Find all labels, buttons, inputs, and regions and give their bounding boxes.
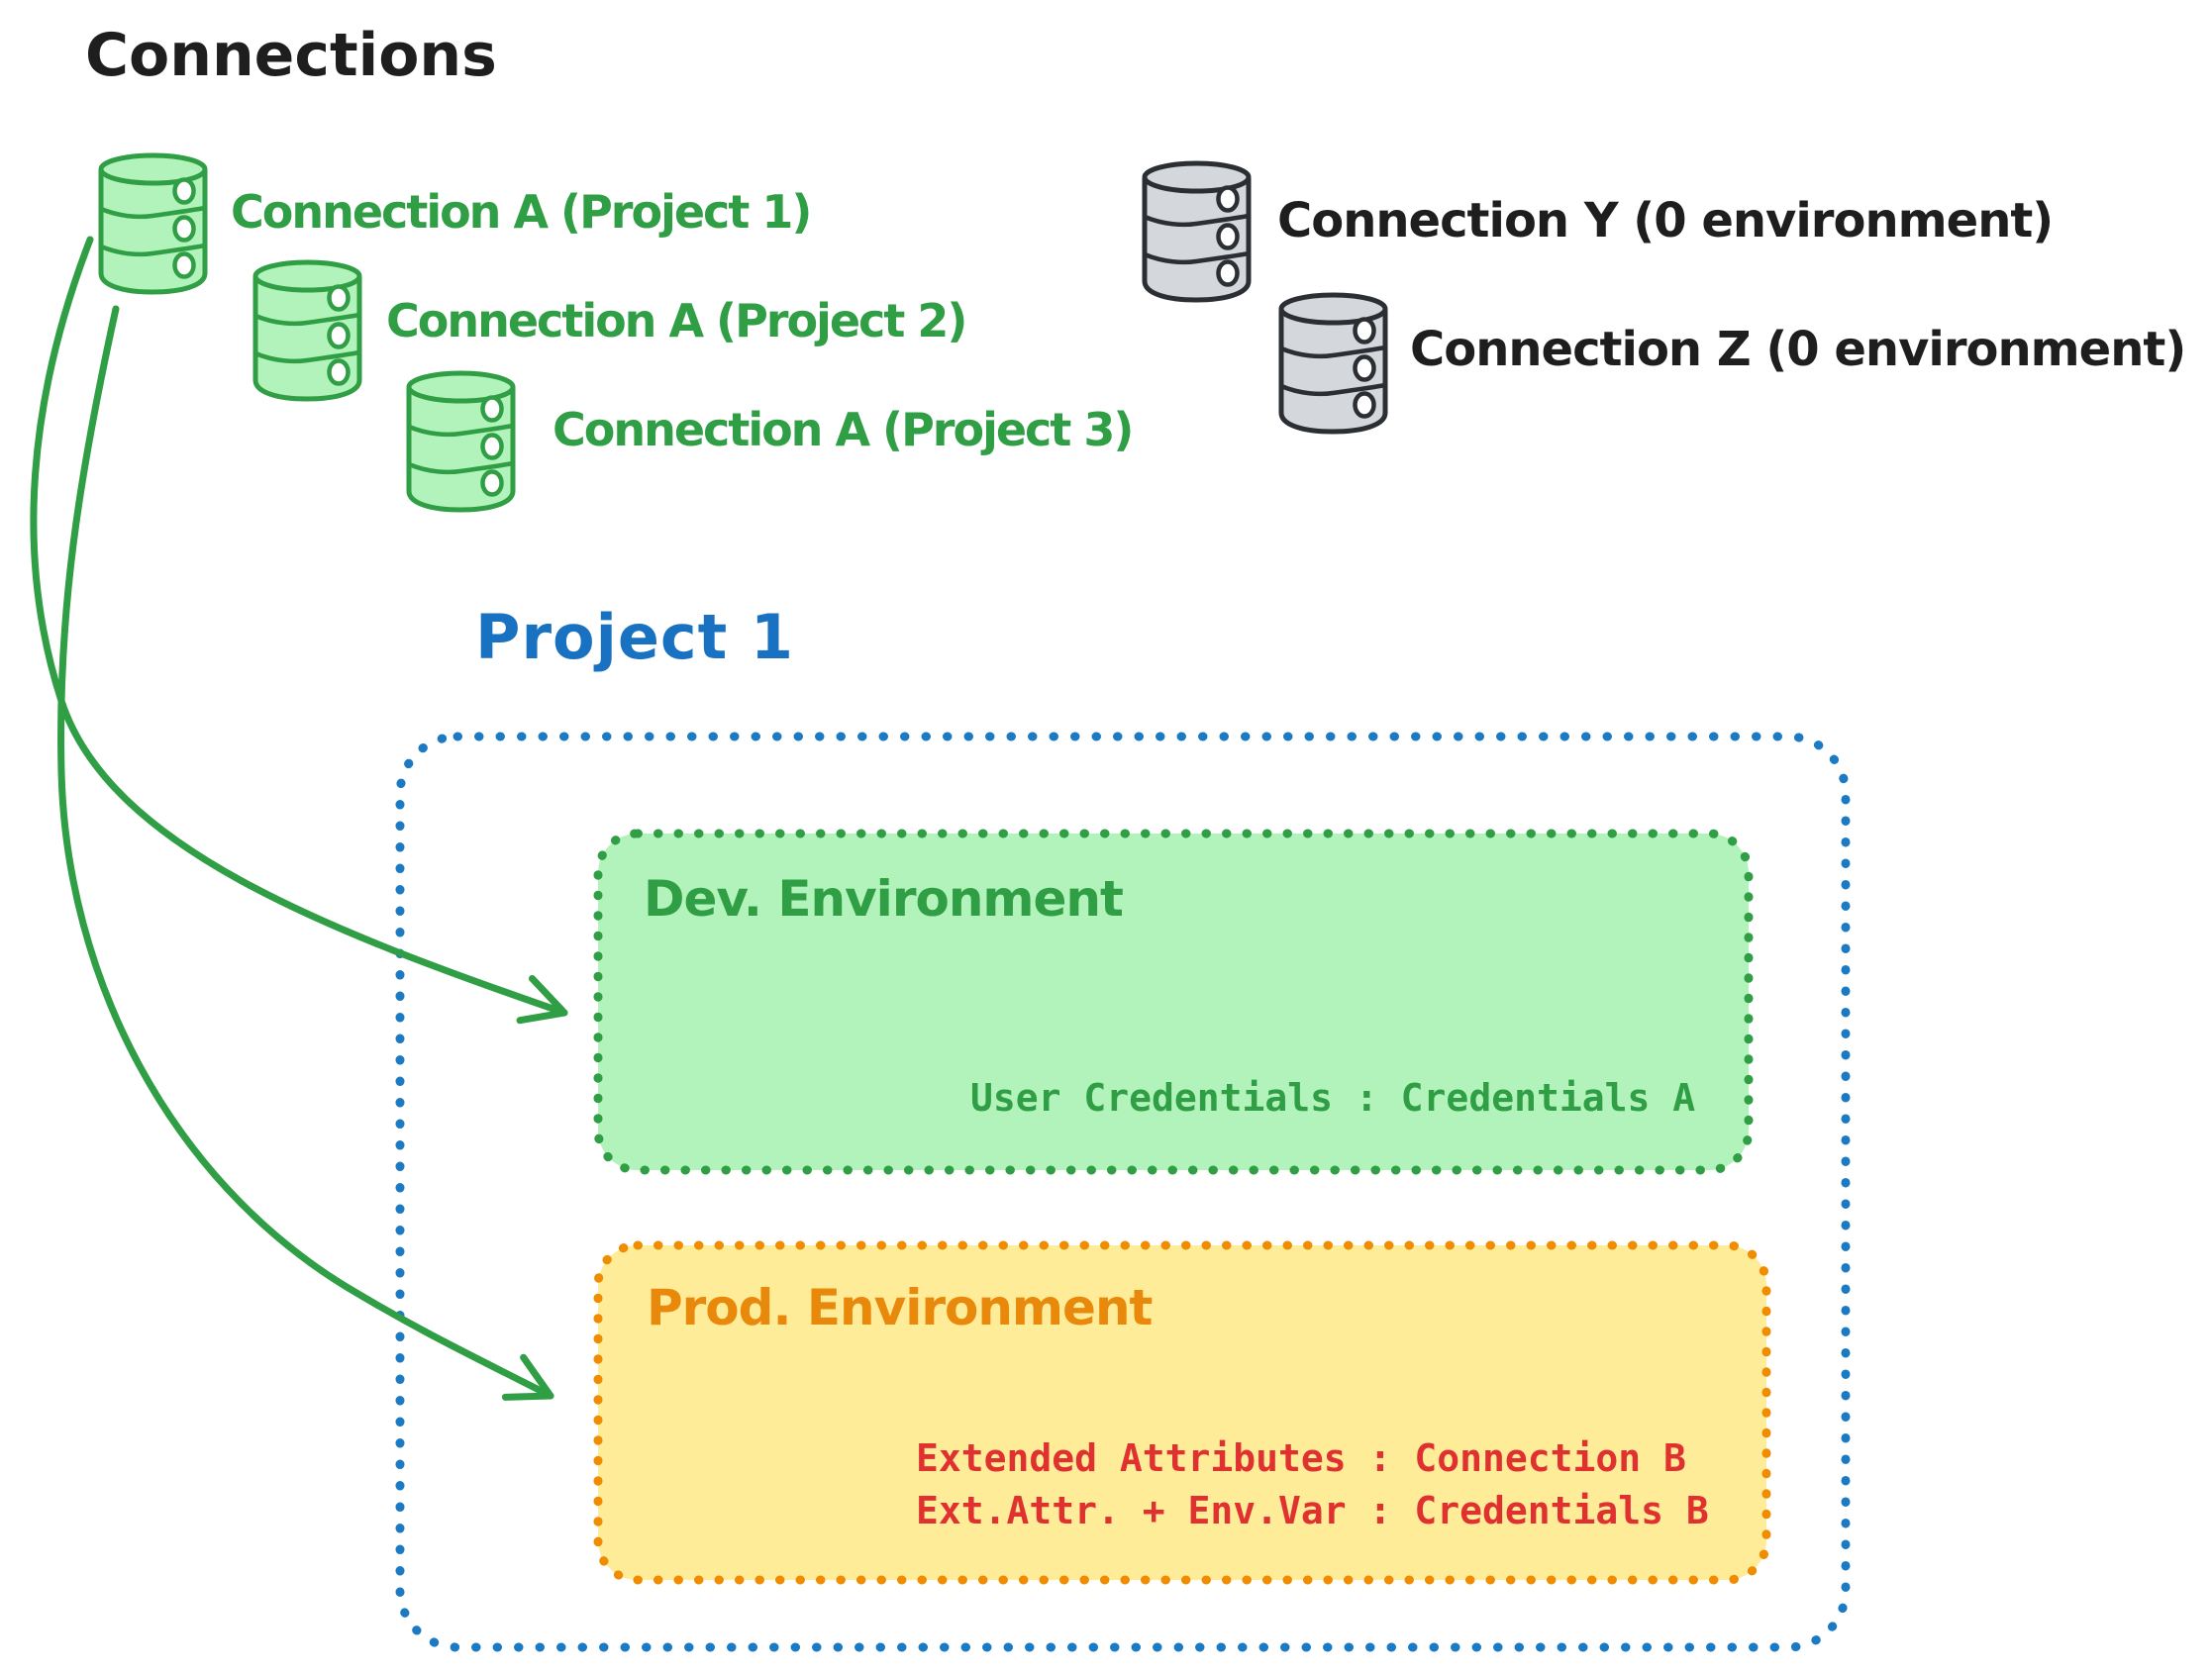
prod-mappings: Extended Attributes : Connection B Ext.A…	[916, 1432, 1709, 1537]
label-connection-y: Connection Y (0 environment)	[1277, 193, 2054, 248]
dev-credentials-mapping: User Credentials : Credentials A	[970, 1076, 1696, 1120]
project-1-box	[395, 732, 1851, 1652]
dev-environment-box	[593, 829, 1754, 1175]
prod-environment-heading: Prod. Environment	[647, 1279, 1153, 1336]
label-connection-a-project-1: Connection A (Project 1)	[231, 185, 812, 239]
dev-environment-heading: Dev. Environment	[644, 870, 1124, 928]
prod-environment-box	[593, 1240, 1771, 1585]
label-connection-a-project-2: Connection A (Project 2)	[386, 294, 967, 347]
label-connection-z: Connection Z (0 environment)	[1410, 322, 2186, 377]
arrow-connection-a-to-prod	[57, 305, 554, 1401]
prod-mapping-ext-attr-env-var: Ext.Attr. + Env.Var : Credentials B	[916, 1489, 1709, 1532]
diagram-title: Connections	[85, 21, 497, 90]
project-1-title: Project 1	[475, 601, 795, 673]
label-connection-a-project-3: Connection A (Project 3)	[553, 403, 1134, 456]
prod-mapping-extended-attributes: Extended Attributes : Connection B	[916, 1436, 1686, 1480]
